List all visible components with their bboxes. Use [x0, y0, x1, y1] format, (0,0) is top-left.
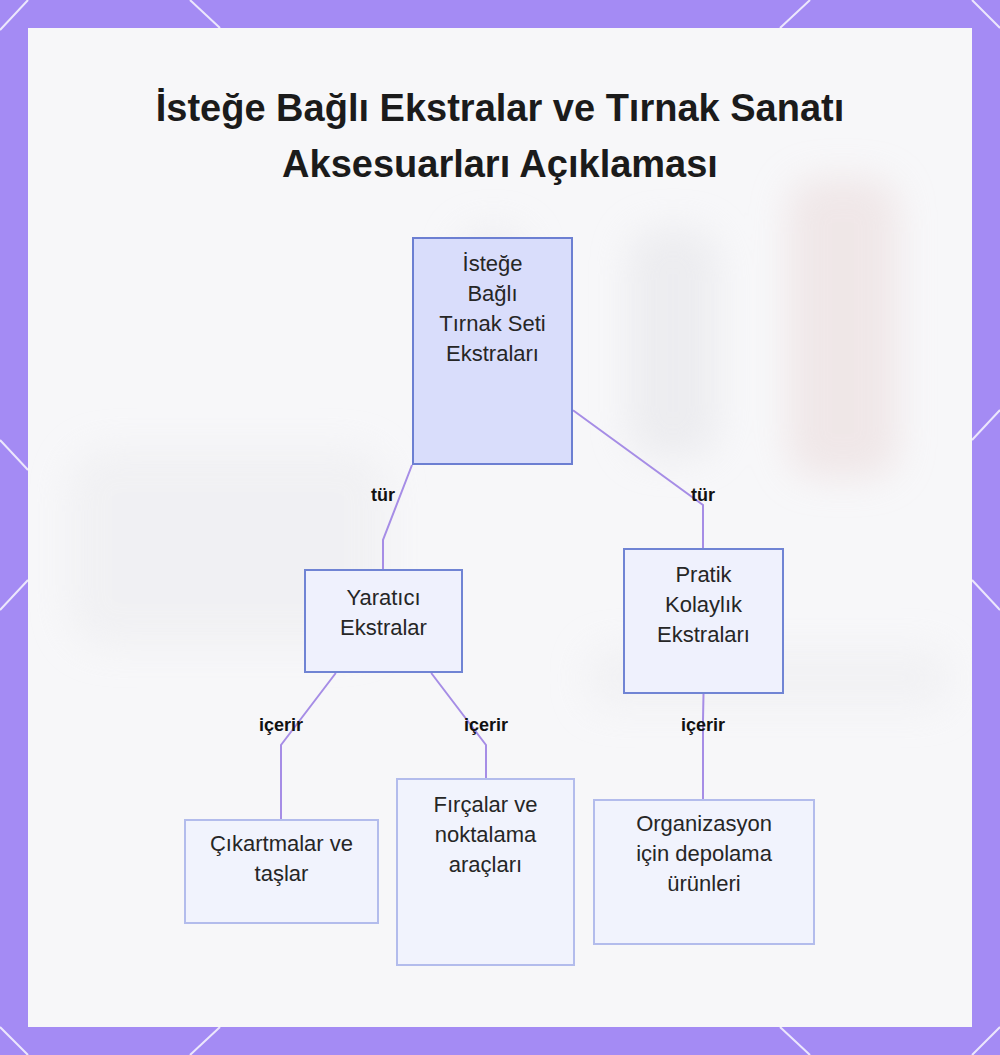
edge-label: tür [691, 485, 715, 506]
node-label: Yaratıcı Ekstralar [319, 583, 449, 643]
item-box: Organizasyon için depolama ürünleri [593, 799, 815, 945]
node-label: İsteğe Bağlı Tırnak Seti Ekstraları [438, 249, 548, 369]
item-box: Fırçalar ve noktalama araçları [396, 778, 575, 966]
connector-line [702, 694, 705, 799]
edge-label: içerir [259, 715, 303, 736]
connector-line [383, 465, 412, 569]
node-label: Organizasyon için depolama ürünleri [619, 809, 789, 899]
connector-line [281, 673, 336, 819]
node-label: Çıkartmalar ve taşlar [207, 829, 357, 889]
connector-line [573, 410, 703, 548]
item-box: Çıkartmalar ve taşlar [184, 819, 379, 924]
node-label: Pratik Kolaylık Ekstraları [639, 560, 769, 650]
edge-label: içerir [464, 715, 508, 736]
node-label: Fırçalar ve noktalama araçları [411, 790, 561, 880]
category-box: Yaratıcı Ekstralar [304, 569, 463, 673]
edge-label: tür [371, 485, 395, 506]
diagram-title: İsteğe Bağlı Ekstralar ve Tırnak Sanatı … [150, 80, 850, 192]
edge-label: içerir [681, 715, 725, 736]
root-box: İsteğe Bağlı Tırnak Seti Ekstraları [412, 237, 573, 465]
category-box: Pratik Kolaylık Ekstraları [623, 548, 784, 694]
